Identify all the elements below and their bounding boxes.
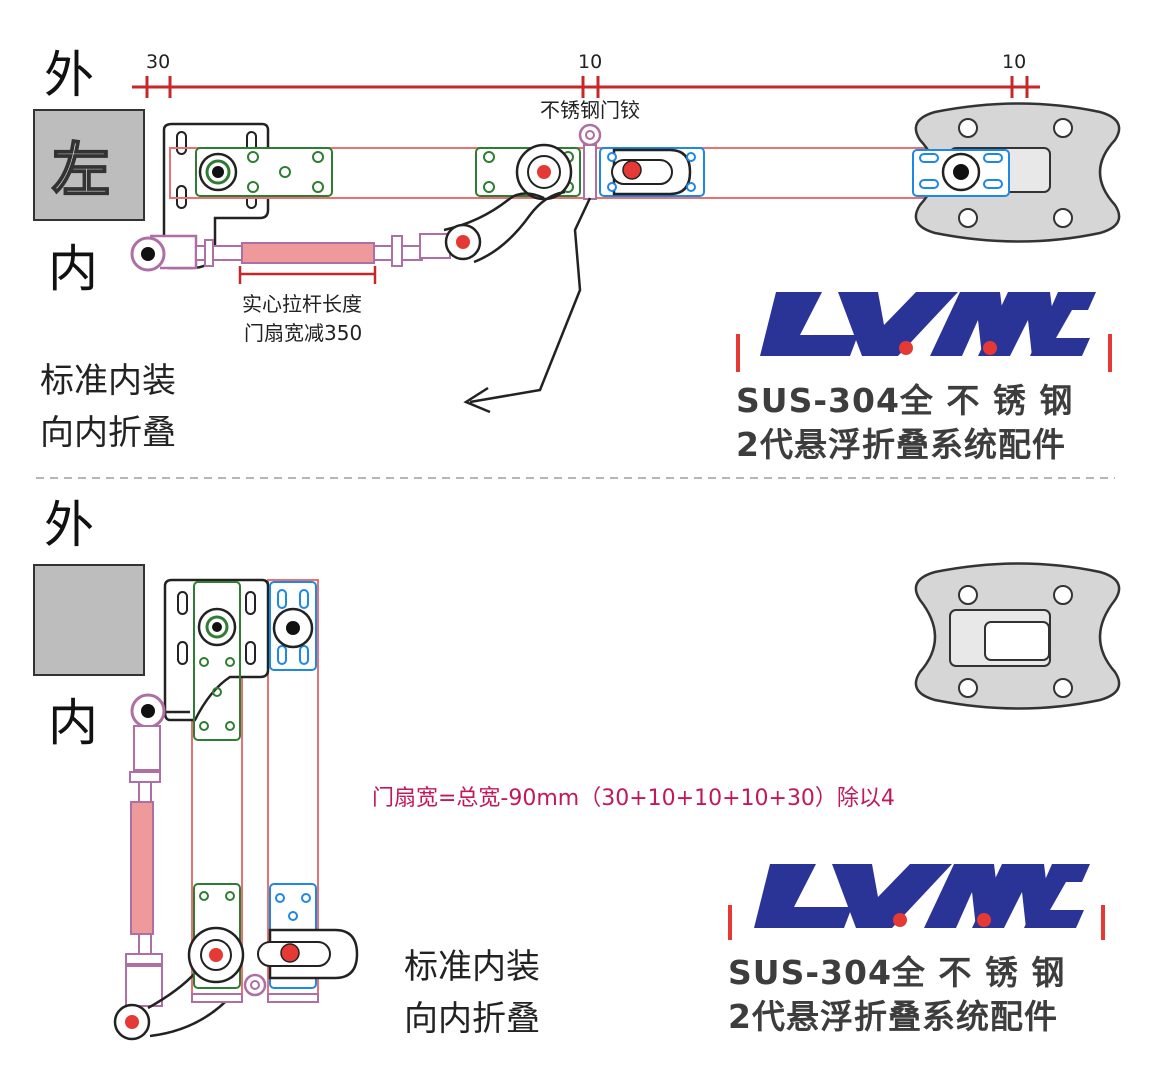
top-hinge-side-label: 左 xyxy=(52,136,110,204)
top-pull-rod xyxy=(130,190,566,272)
brand-line-1-top: SUS-304全 不 锈 钢 xyxy=(736,381,1073,420)
fold-direction-arrow xyxy=(469,197,592,404)
top-pivot-green xyxy=(198,152,238,192)
brand-logo-top xyxy=(736,292,1112,372)
rod-caption-1: 实心拉杆长度 xyxy=(242,292,362,316)
brand-line-2-bottom: 2代悬浮折叠系统配件 xyxy=(728,997,1058,1036)
top-install-line-2: 向内折叠 xyxy=(40,413,176,453)
bottom-pivot-red xyxy=(187,926,245,984)
top-inner-label: 内 xyxy=(48,240,98,298)
bottom-pivot-green xyxy=(197,607,237,647)
bottom-install-line-1: 标准内装 xyxy=(404,947,540,987)
bottom-pivot-black xyxy=(272,607,314,649)
bottom-pull-rod xyxy=(113,693,233,1041)
top-right-carriage xyxy=(912,102,1121,243)
top-door-hinge xyxy=(578,123,602,200)
hinge-label: 不锈钢门铰 xyxy=(540,98,640,122)
bottom-inner-label: 内 xyxy=(48,694,98,752)
dimension-30: 30 xyxy=(146,51,170,73)
rod-caption-2: 门扇宽减350 xyxy=(244,321,362,345)
top-dimension-line xyxy=(132,76,1040,98)
bottom-door-hinge xyxy=(191,973,319,1003)
brand-logo-bottom xyxy=(728,864,1105,940)
top-outer-label: 外 xyxy=(44,46,94,104)
bottom-outer-label: 外 xyxy=(44,496,94,554)
bottom-blue-plate-1 xyxy=(269,581,317,671)
brand-line-2-top: 2代悬浮折叠系统配件 xyxy=(736,425,1066,464)
dimension-10-a: 10 xyxy=(578,51,602,73)
bottom-wall-bracket xyxy=(163,578,270,722)
bottom-slotted-arm xyxy=(257,928,359,980)
bottom-bracket-slots xyxy=(177,591,256,665)
panel-width-formula: 门扇宽=总宽-90mm（30+10+10+10+30）除以4 xyxy=(372,786,895,811)
bottom-right-carriage xyxy=(914,562,1121,710)
fold-arrow-head xyxy=(463,386,491,414)
top-rod-dimension xyxy=(238,266,377,284)
bottom-green-plate-1 xyxy=(193,581,241,741)
top-install-line-1: 标准内装 xyxy=(40,361,176,401)
brand-line-1-bottom: SUS-304全 不 锈 钢 xyxy=(728,953,1065,992)
bottom-install-line-2: 向内折叠 xyxy=(404,999,540,1039)
top-slotted-arm xyxy=(599,147,705,197)
top-door-block xyxy=(33,109,145,221)
bottom-door-block xyxy=(33,564,145,676)
top-pivot-red xyxy=(515,143,573,201)
dimension-10-b: 10 xyxy=(1002,51,1026,73)
